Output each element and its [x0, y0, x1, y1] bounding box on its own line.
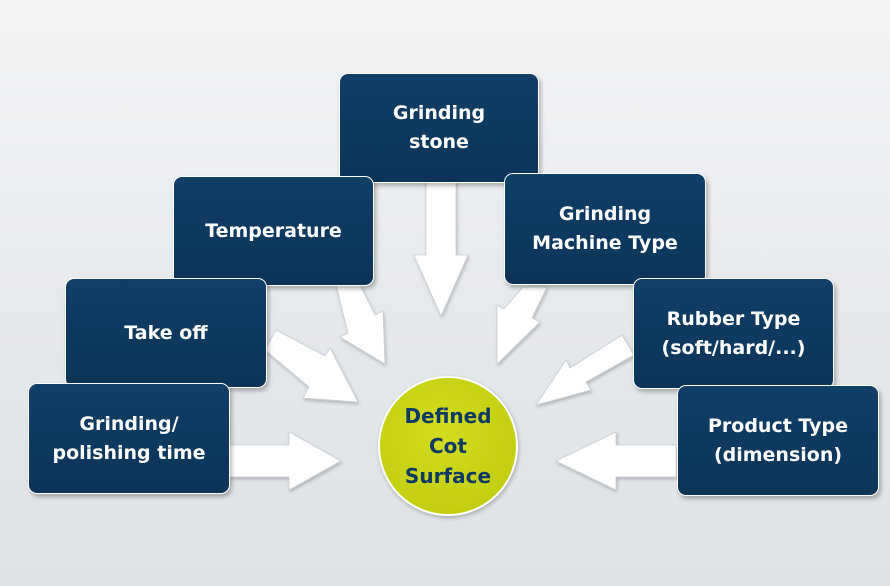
factor-box-rubber-type: Rubber Type (soft/hard/...)	[633, 278, 834, 389]
arrow-product-type	[555, 431, 677, 491]
factor-label-rubber-type: Rubber Type (soft/hard/...)	[661, 307, 806, 359]
factor-label-grinding-stone: Grinding stone	[392, 102, 486, 153]
factor-box-product-type: Product Type (dimension)	[677, 385, 879, 496]
center-defined-cot-surface: Defined Cot Surface	[378, 376, 518, 516]
factor-label-product-type: Product Type (dimension)	[707, 414, 848, 466]
arrow-grinding-stone	[413, 179, 469, 317]
factor-box-take-off: Take off	[65, 278, 267, 388]
factor-box-grinding-polishing-time: Grinding/ polishing time	[28, 383, 230, 494]
factor-box-grinding-machine-type: Grinding Machine Type	[504, 173, 706, 285]
arrow-take-off	[264, 329, 359, 403]
factor-label-grinding-machine-type: Grinding Machine Type	[532, 203, 678, 254]
factor-label-temperature: Temperature	[205, 219, 342, 242]
factor-box-temperature: Temperature	[173, 176, 374, 286]
arrow-grinding-machine-type	[496, 286, 548, 365]
factor-label-grinding-polishing-time: Grinding/ polishing time	[52, 412, 206, 464]
factor-label-take-off: Take off	[124, 321, 208, 344]
arrow-rubber-type	[535, 334, 635, 406]
center-label: Defined Cot Surface	[404, 404, 492, 488]
factor-box-grinding-stone: Grinding stone	[339, 73, 539, 183]
arrow-grinding-polishing-time	[228, 431, 342, 491]
arrow-temperature	[335, 284, 386, 365]
